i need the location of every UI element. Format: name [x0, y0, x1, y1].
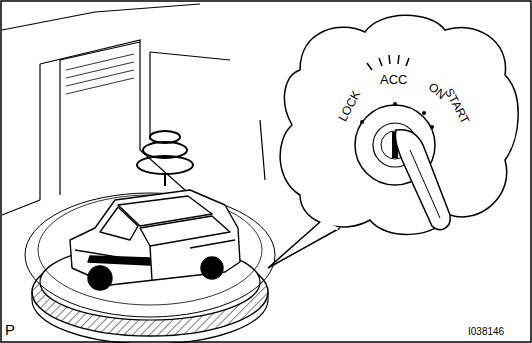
figure-code: I038146: [468, 327, 504, 337]
switch-position: ACC: [380, 73, 407, 86]
page-marker: P: [5, 322, 15, 337]
